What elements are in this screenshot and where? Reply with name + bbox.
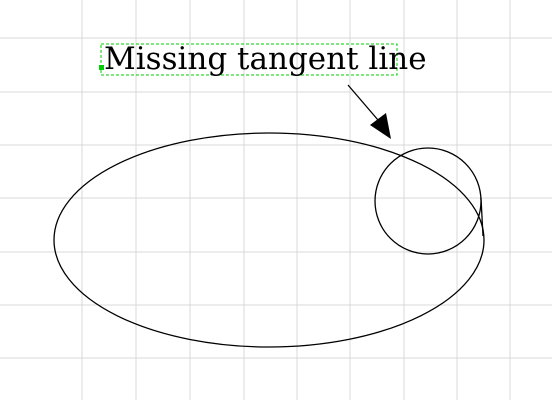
selection-handle-icon[interactable] [99, 65, 104, 70]
large-ellipse[interactable] [53, 132, 485, 348]
arrowhead-icon [370, 113, 391, 139]
annotation-text[interactable]: Missing tangent line [104, 41, 427, 77]
annotation-label-group[interactable]: Missing tangent line [99, 41, 427, 77]
selection-box [100, 43, 398, 76]
small-circle[interactable] [374, 147, 482, 255]
partial-tangent-segment[interactable] [480, 197, 484, 237]
callout-arrow[interactable] [347, 84, 391, 139]
callout-arrow-shaft [347, 84, 379, 121]
